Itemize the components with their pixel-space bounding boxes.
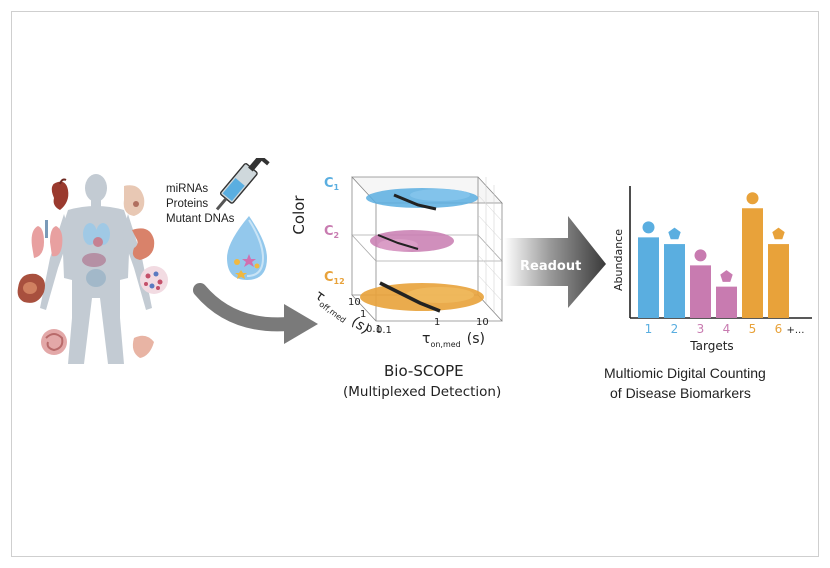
tick-label-target-6: 6 <box>775 322 783 336</box>
result-title-line1: Multiomic Digital Counting <box>604 365 766 381</box>
tick-off-2: 0.1 <box>366 324 382 335</box>
tick-label-target-3: 3 <box>697 322 705 336</box>
organ-liver-icon <box>17 273 45 303</box>
bio-scope-subtitle: (Multiplexed Detection) <box>343 384 502 400</box>
organ-prostate-icon <box>132 335 154 358</box>
bar-target-1 <box>638 237 659 318</box>
readout-arrow-icon: Readout <box>504 216 606 308</box>
marker-target-1-circle-icon <box>642 221 655 234</box>
organ-blood-cells-icon <box>140 266 168 294</box>
abundance-bar-chart: Abundance 1 2 3 4 5 6 +... Targets <box>612 186 812 353</box>
tick-off-0: 10 <box>348 297 361 308</box>
organ-lung-icon <box>31 220 63 258</box>
bio-scope-3d-plot: Color C1 C2 C12 τoff,med(s) 10 1 0.1 0.1… <box>290 176 503 349</box>
analyte-proteins: Proteins <box>166 198 209 210</box>
sample-droplet-icon <box>227 216 267 280</box>
readout-label: Readout <box>520 259 581 274</box>
bar-target-6 <box>768 244 789 318</box>
marker-target-3-circle-icon <box>694 249 707 262</box>
bio-scope-title: Bio-SCOPE <box>384 362 464 380</box>
tick-label-target-2: 2 <box>671 322 679 336</box>
organ-intestine-icon <box>41 329 67 355</box>
tick-off-1: 1 <box>360 309 366 320</box>
marker-target-6-pentagon-icon <box>772 227 785 240</box>
tick-label-target-4: 4 <box>723 322 731 336</box>
bar-chart-ylabel: Abundance <box>612 229 625 291</box>
marker-target-5-circle-icon <box>746 192 759 205</box>
scatter-layer-c1 <box>366 188 478 211</box>
marker-target-2-pentagon-icon <box>668 227 681 240</box>
tau-on-axis-label: τon,med(s) <box>422 331 485 349</box>
result-title-line2: of Disease Biomarkers <box>610 385 751 401</box>
scatter-layer-c12 <box>360 281 484 313</box>
bar-target-2 <box>664 244 685 318</box>
bar-chart-xlabel: Targets <box>689 339 733 353</box>
analyte-mutant-dnas: Mutant DNAs <box>166 213 235 225</box>
syringe-droplet-illustration <box>215 158 270 280</box>
tick-on-1: 1 <box>434 317 440 328</box>
bar-target-4 <box>716 286 737 318</box>
curved-arrow-icon <box>193 283 318 344</box>
tick-label-target-5: 5 <box>749 322 757 336</box>
bar-target-3 <box>690 265 711 318</box>
color-axis-label: Color <box>290 195 308 235</box>
scatter-layer-c2 <box>370 230 454 252</box>
channel-label-c2: C2 <box>324 224 339 240</box>
tick-on-2: 10 <box>476 317 489 328</box>
tick-on-0: 0.1 <box>376 325 392 336</box>
bar-target-5 <box>742 208 763 318</box>
channel-label-c12: C12 <box>324 270 345 286</box>
organ-heart-icon <box>51 178 69 210</box>
tick-label-target-1: 1 <box>645 322 653 336</box>
tick-label-extra: +... <box>787 325 805 336</box>
syringe-icon <box>215 158 270 211</box>
marker-target-4-pentagon-icon <box>720 270 733 282</box>
channel-label-c1: C1 <box>324 176 340 192</box>
organ-stomach-icon <box>132 228 155 260</box>
organ-breast-icon <box>123 185 145 216</box>
human-body-illustration <box>17 174 168 364</box>
analyte-mirnas: miRNAs <box>166 183 209 195</box>
analyte-list: miRNAs Proteins Mutant DNAs <box>166 182 234 227</box>
